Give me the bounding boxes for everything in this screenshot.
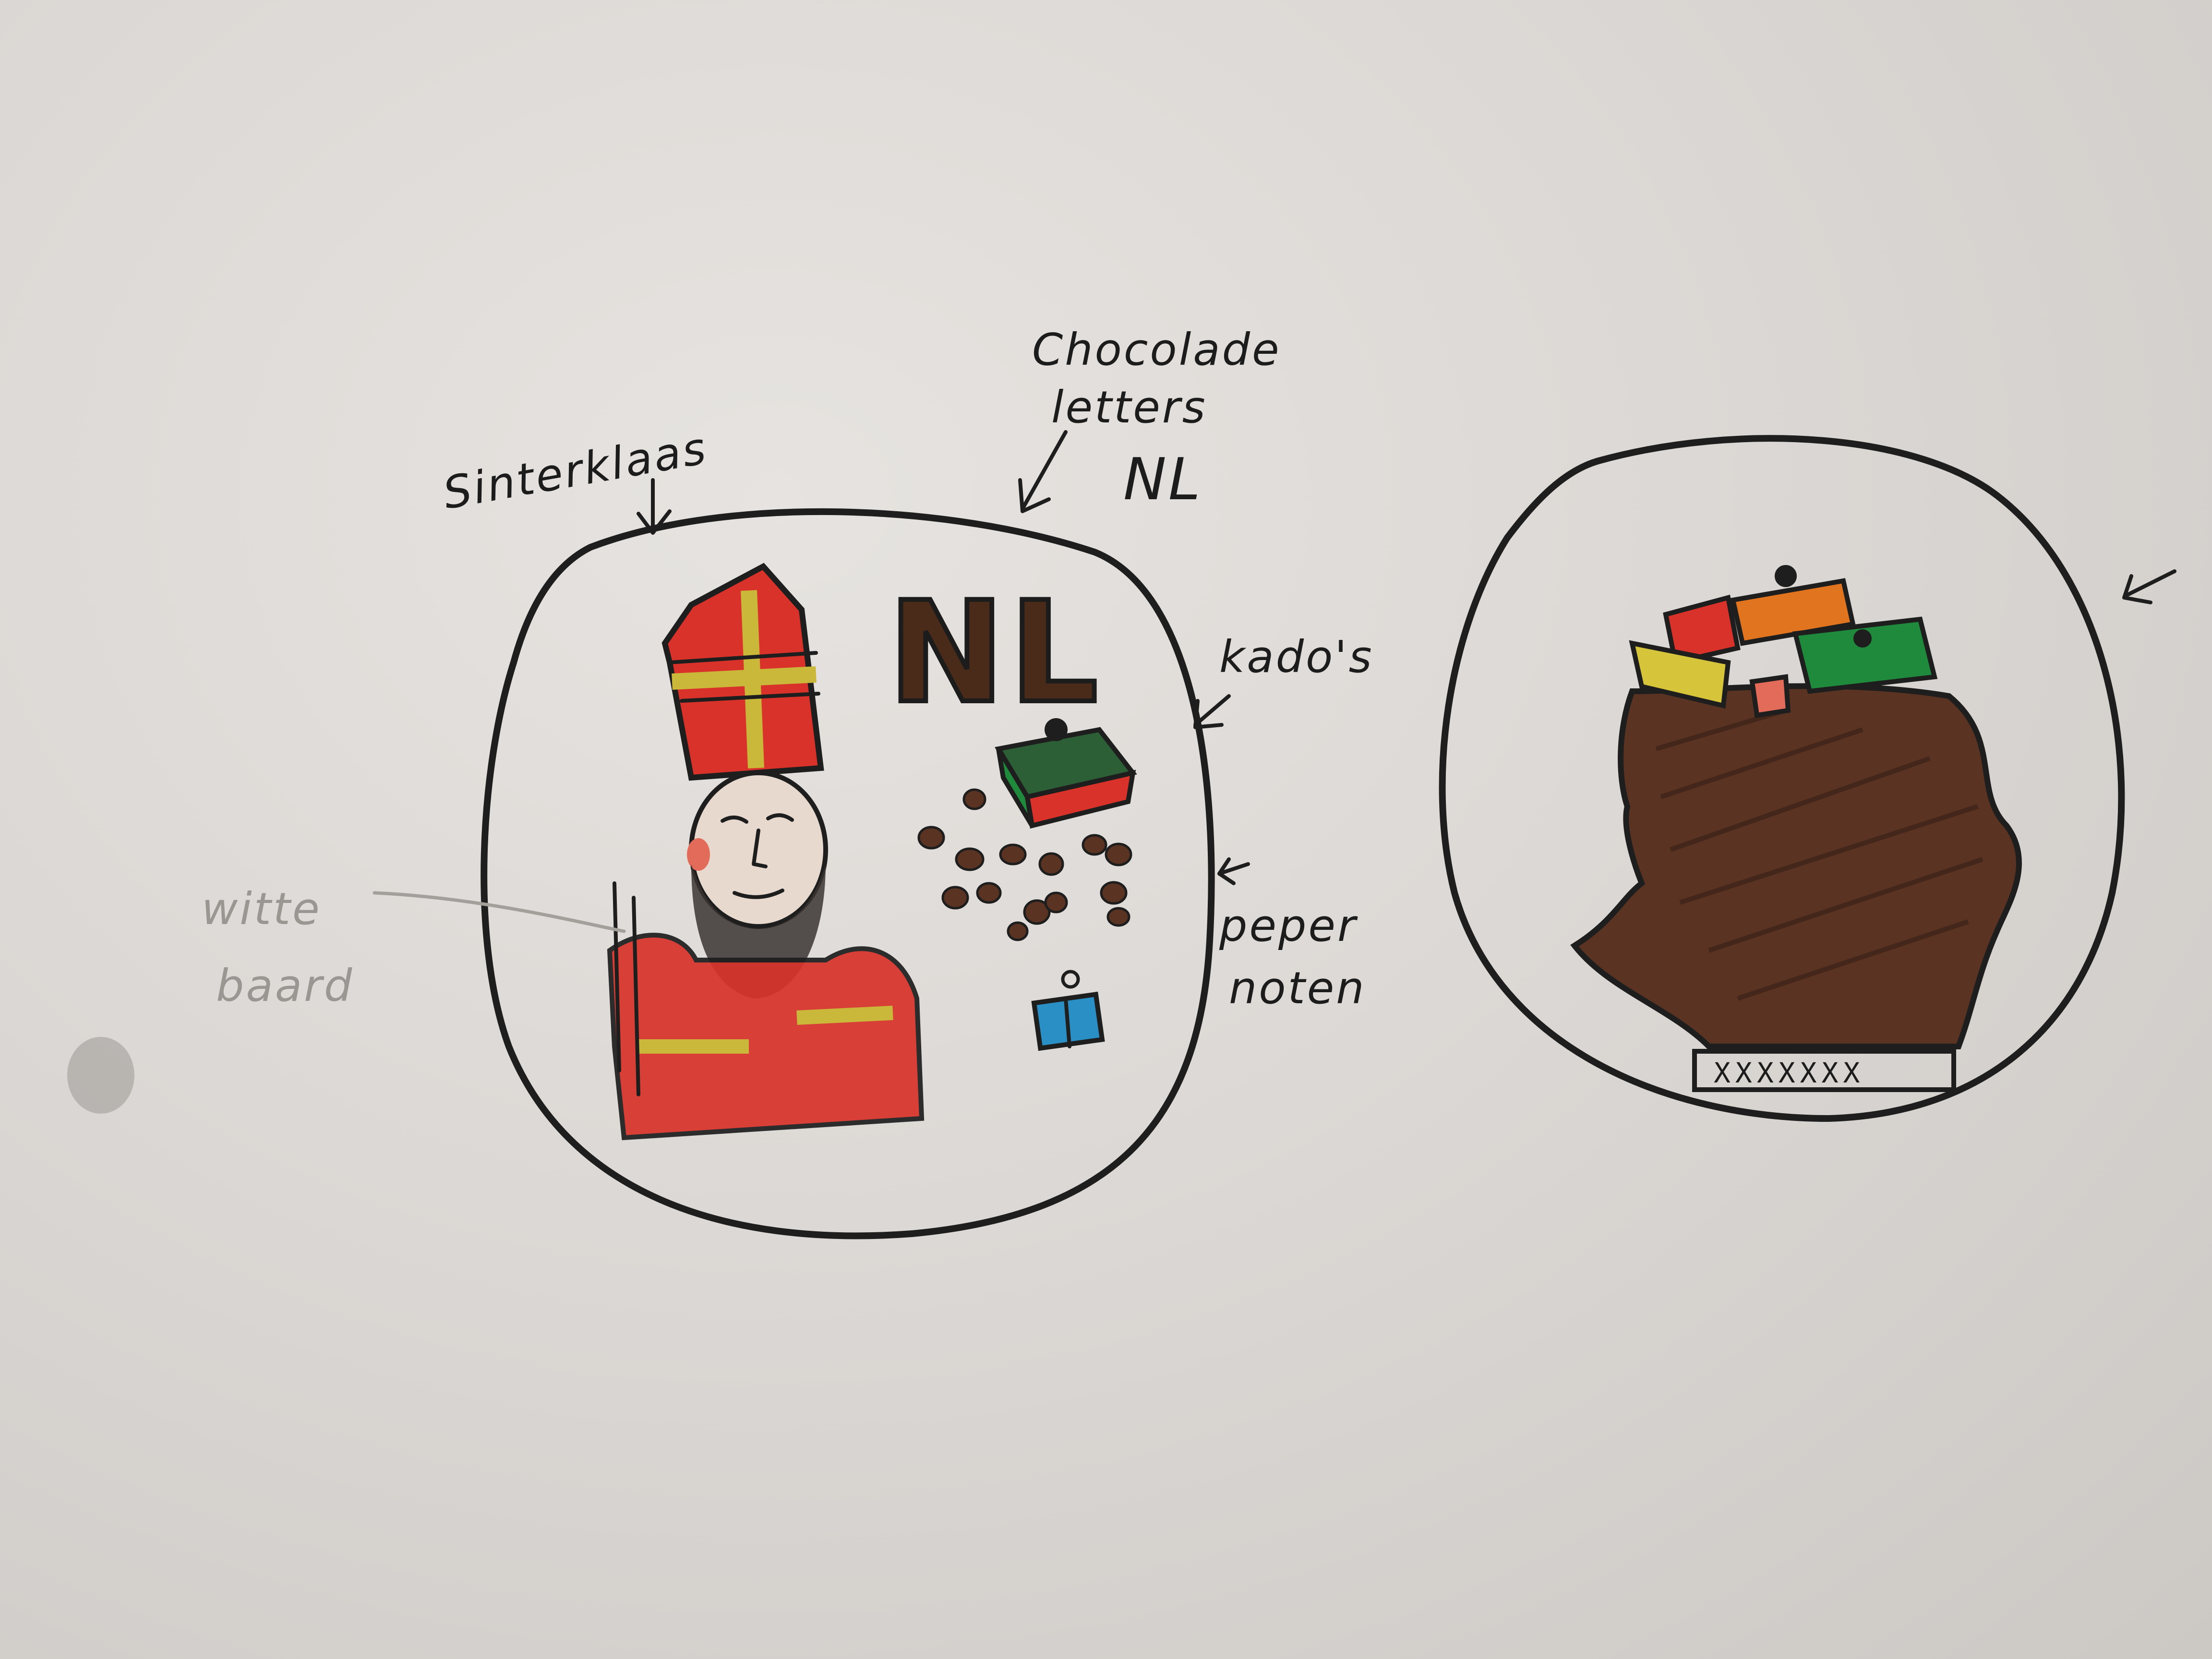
present-yellow	[1629, 640, 1731, 709]
medallion-back: XXXXXXX	[1439, 435, 2125, 1122]
small-blue-present	[1031, 970, 1105, 1051]
pointer-witte-baard	[373, 891, 626, 933]
label-chocolade-line1: Chocolade	[1032, 324, 1281, 375]
label-kados: kado's	[1219, 631, 1374, 683]
pepernoten-dots	[917, 788, 1132, 941]
label-witte-line2: baard	[216, 960, 354, 1011]
present-red	[1663, 594, 1741, 666]
arrow-kados	[1193, 694, 1231, 729]
robe-stripe-right	[796, 1006, 893, 1025]
sinterklaas-figure	[607, 563, 925, 1141]
medallion-front-outline	[481, 508, 1215, 1239]
mitre-cross-horizontal	[672, 666, 817, 690]
base-plinth	[1692, 1049, 1956, 1092]
label-pepernoten-line1: peper	[1219, 900, 1358, 951]
arrow-pepernoten	[1217, 857, 1250, 885]
label-pepernoten-line2: noten	[1229, 962, 1366, 1014]
sack-presents	[1629, 565, 1938, 718]
shadow-spot	[67, 1037, 134, 1114]
present-orange	[1730, 578, 1856, 646]
medallion-front: NL	[481, 508, 1215, 1239]
arrow-sinterklaas	[637, 478, 672, 535]
arrow-chocolade	[1018, 430, 1068, 513]
label-sinterklaas: Sinterklaas	[439, 422, 711, 519]
medallion-back-outline	[1439, 435, 2125, 1122]
robe	[607, 932, 925, 1141]
label-chocolade-line2: letters	[1051, 382, 1207, 433]
label-chocolade-line3: NL	[1123, 446, 1202, 513]
base-marks: XXXXXXX	[1714, 1057, 1864, 1089]
chocolate-letters: NL	[888, 572, 1103, 734]
sack-hatching	[1655, 708, 1984, 1001]
present-green	[1792, 616, 1938, 694]
present-small-red	[1749, 674, 1791, 718]
present-box	[995, 718, 1137, 829]
face	[689, 770, 828, 929]
label-witte-line1: witte	[202, 883, 322, 935]
arrow-medallion-back	[2122, 569, 2176, 604]
